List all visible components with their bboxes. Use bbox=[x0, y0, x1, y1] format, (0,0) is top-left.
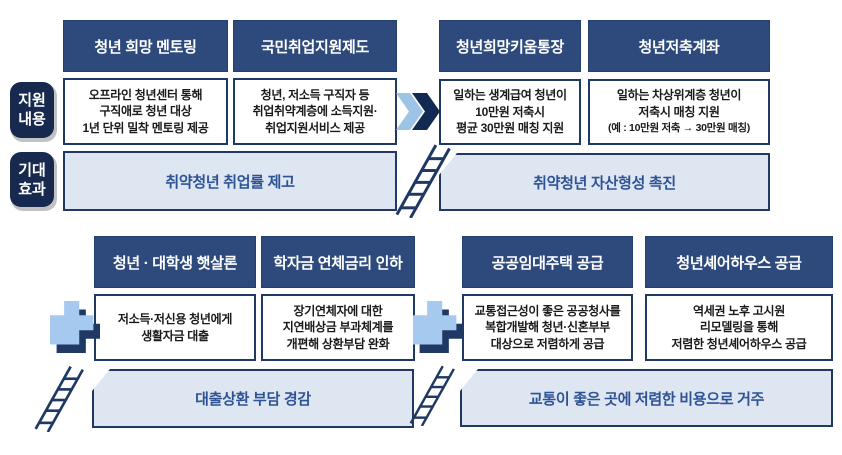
body-sunshine-loan: 저소득·저신용 청년에게 생활자금 대출 bbox=[94, 294, 256, 361]
line: 대상으로 저렴하게 공급 bbox=[490, 336, 605, 351]
line: 오프라인 청년센터 통해 bbox=[88, 87, 203, 102]
line: 저축시 매칭 지원 bbox=[638, 104, 720, 119]
line: 1년 단위 밀착 멘토링 제공 bbox=[82, 120, 209, 135]
header-student-loan-rate-cut: 학자금 연체금리 인하 bbox=[261, 236, 415, 288]
side-label-support-line1: 지원 bbox=[18, 92, 46, 109]
header-national-employment-support: 국민취업지원제도 bbox=[233, 20, 397, 72]
header-public-rental-housing: 공공임대주택 공급 bbox=[462, 236, 633, 288]
side-label-support: 지원 내용 bbox=[10, 82, 54, 138]
header-youth-share-house: 청년셰어하우스 공급 bbox=[645, 236, 833, 288]
line: 구직애로 청년 대상 bbox=[99, 104, 192, 119]
ladder-icon bbox=[28, 362, 92, 432]
ladder-icon bbox=[403, 362, 463, 426]
line: 평균 30만원 매칭 지원 bbox=[456, 121, 564, 136]
line: 리모델링을 통해 bbox=[699, 320, 779, 335]
effect-affordable-housing: 교통이 좋은 곳에 저렴한 비용으로 거주 bbox=[460, 369, 833, 427]
line: 취업지원서비스 제공 bbox=[265, 120, 365, 135]
double-chevron-icon bbox=[396, 93, 440, 130]
line: 저렴한 청년셰어하우스 공급 bbox=[671, 336, 807, 351]
body-youth-share-house: 역세권 노후 고시원 리모델링을 통해 저렴한 청년셰어하우스 공급 bbox=[645, 294, 833, 361]
header-youth-savings-account: 청년저축계좌 bbox=[588, 20, 770, 72]
side-label-support-line2: 내용 bbox=[18, 111, 46, 128]
plus-icon bbox=[413, 300, 463, 354]
effect-loan-burden-relief: 대출상환 부담 경감 bbox=[92, 369, 414, 428]
body-student-loan-rate-cut: 장기연체자에 대한 지연배상금 부과체계를 개편해 상환부담 완화 bbox=[261, 294, 415, 361]
header-sunshine-loan: 청년 · 대학생 햇살론 bbox=[94, 236, 256, 288]
plus-icon bbox=[50, 300, 100, 354]
line: 장기연체자에 대한 bbox=[293, 303, 383, 318]
line: 일하는 생계급여 청년이 bbox=[453, 88, 567, 103]
body-youth-savings-account: 일하는 차상위계층 청년이 저축시 매칭 지원 (예 : 10만원 저축 → 3… bbox=[588, 79, 770, 145]
line: 10만원 저축시 bbox=[475, 104, 545, 119]
line: 취업취약계층에 소득지원· bbox=[252, 104, 378, 119]
line: 개편해 상환부담 완화 bbox=[286, 336, 390, 351]
line: 지연배상금 부과체계를 bbox=[282, 320, 394, 335]
body-youth-hope-mentoring: 오프라인 청년센터 통해 구직애로 청년 대상 1년 단위 밀착 멘토링 제공 bbox=[63, 78, 228, 145]
side-label-effect-line1: 기대 bbox=[18, 161, 46, 179]
header-youth-hope-mentoring: 청년 희망 멘토링 bbox=[63, 20, 228, 72]
body-national-employment-support: 청년, 저소득 구직자 등 취업취약계층에 소득지원· 취업지원서비스 제공 bbox=[233, 78, 397, 145]
body-hope-kium-account: 일하는 생계급여 청년이 10만원 저축시 평균 30만원 매칭 지원 bbox=[439, 79, 581, 145]
line: 일하는 차상위계층 청년이 bbox=[616, 88, 742, 103]
effect-asset-building: 취약청년 자산형성 촉진 bbox=[439, 153, 770, 211]
effect-employment-rate: 취약청년 취업률 제고 bbox=[63, 151, 397, 211]
line: (예 : 10만원 저축 → 30만원 매칭) bbox=[608, 122, 750, 135]
header-hope-kium-account: 청년희망키움통장 bbox=[439, 20, 581, 72]
ladder-icon bbox=[392, 140, 456, 218]
line: 복합개발해 청년·신혼부부 bbox=[485, 320, 610, 335]
line: 역세권 노후 고시원 bbox=[693, 303, 785, 318]
line: 생활자금 대출 bbox=[141, 328, 209, 343]
line: 교통접근성이 좋은 공공청사를 bbox=[474, 303, 621, 318]
line: 저소득·저신용 청년에게 bbox=[117, 312, 233, 326]
line: 청년, 저소득 구직자 등 bbox=[260, 87, 370, 102]
side-label-effect-line2: 효과 bbox=[18, 180, 46, 198]
side-label-effect: 기대 효과 bbox=[10, 152, 54, 207]
body-public-rental-housing: 교통접근성이 좋은 공공청사를 복합개발해 청년·신혼부부 대상으로 저렴하게 … bbox=[462, 294, 633, 361]
